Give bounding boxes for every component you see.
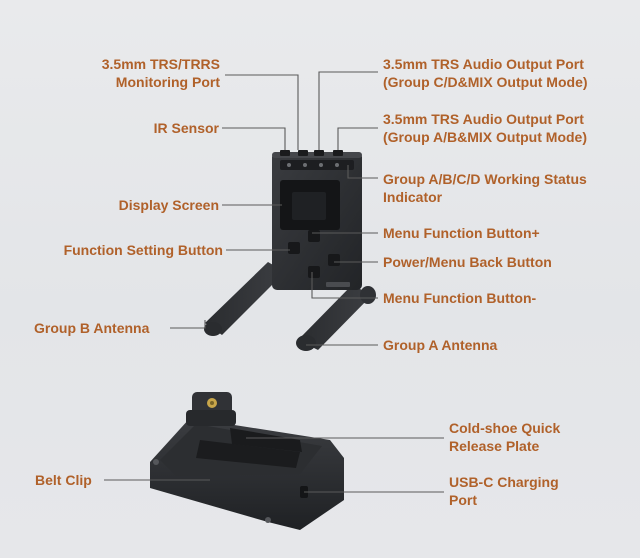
power-button-shape [328, 254, 340, 266]
leader-output-ab [337, 127, 378, 150]
hinge-knob [360, 286, 376, 304]
group-b-antenna-arm [205, 262, 285, 335]
leader-output-cd [318, 71, 378, 150]
label-output-port-cd: 3.5mm TRS Audio Output Port (Group C/D&M… [383, 56, 588, 90]
label-group-b-antenna: Group B Antenna [34, 320, 150, 336]
group-a-antenna-arm [298, 285, 372, 350]
leader-monitoring-port [225, 74, 299, 150]
label-display-screen: Display Screen [118, 197, 219, 213]
leader-status-indicator [347, 165, 378, 179]
ir-sensor-window [298, 150, 308, 156]
label-output-port-ab: 3.5mm TRS Audio Output Port (Group A/B&M… [383, 111, 587, 145]
label-group-a-antenna: Group A Antenna [383, 337, 498, 353]
output-port-ab-jack [333, 150, 343, 156]
group-a-antenna-tip [296, 335, 316, 351]
leader-menu-minus [311, 272, 378, 299]
label-status-indicator: Group A/B/C/D Working Status Indicator [383, 171, 587, 205]
function-setting-button-shape [288, 242, 300, 254]
label-belt-clip: Belt Clip [35, 472, 92, 488]
label-cold-shoe: Cold-shoe Quick Release Plate [449, 420, 561, 454]
label-menu-minus: Menu Function Button- [383, 290, 537, 306]
menu-plus-button-shape [308, 230, 320, 242]
receiver-unit [204, 150, 376, 351]
leader-group-b-antenna [170, 320, 206, 329]
belt-clip-bar [196, 440, 300, 468]
label-function-setting-button: Function Setting Button [63, 242, 223, 258]
status-indicator-strip [280, 160, 354, 170]
monitoring-port-jack [280, 150, 290, 156]
leader-lines [104, 71, 444, 493]
label-power-menu-back: Power/Menu Back Button [383, 254, 552, 270]
label-usb-c: USB-C Charging Port [449, 474, 559, 508]
belt-clip-unit [150, 392, 344, 530]
label-ir-sensor: IR Sensor [153, 120, 219, 136]
menu-minus-button-shape [308, 266, 320, 278]
group-b-antenna-tip [204, 322, 222, 336]
output-port-cd-jack [314, 150, 324, 156]
label-menu-plus: Menu Function Button+ [383, 225, 540, 241]
label-monitoring-port: 3.5mm TRS/TRRS Monitoring Port [101, 56, 220, 90]
leader-ir-sensor [222, 127, 286, 150]
